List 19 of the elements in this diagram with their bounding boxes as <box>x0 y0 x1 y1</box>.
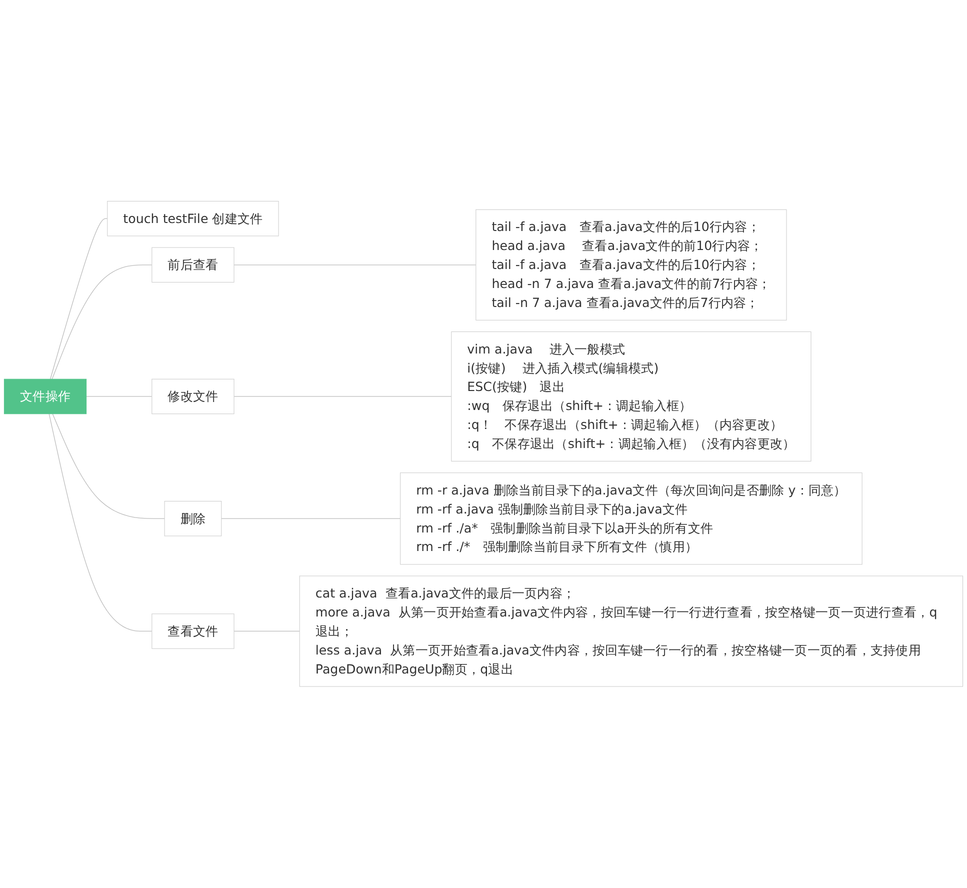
connector <box>234 396 452 397</box>
connector <box>234 264 476 266</box>
node-box: vim a.java 进入一般模式 i(按键) 进入插入模式(编辑模式) ESC(按键) 退出 :wq 保存退出（shift+：调起输入框） :q！ 不保存退出（shift+：调起输入框）（内容更改） :q 不保存退出（shift+：调起输入框）（没有内容更改） <box>451 332 812 462</box>
connector <box>52 264 152 380</box>
node-box: rm -r a.java 删除当前目录下的a.java文件（每次回询问是否删除 y：同意） rm -rf a.java 强制删除当前目录下的a.java文件 rm -rf ./a* 强制删除当前目录下以a开头的所有文件 rm -rf ./* 强制删除当前目录下所有文件（慎用） <box>400 472 862 565</box>
connector <box>48 414 152 632</box>
node-box: 修改文件 <box>152 379 234 414</box>
connector <box>50 218 108 380</box>
connector <box>86 396 152 397</box>
node-box: 查看文件 <box>152 614 234 649</box>
connector <box>234 631 300 632</box>
connector <box>52 414 165 520</box>
node-box: touch testFile 创建文件 <box>107 201 279 236</box>
node-box: cat a.java 查看a.java文件的最后一页内容； more a.java 从第一页开始查看a.java文件内容，按回车键一行一行进行查看，按空格键一页一页进行查看，q退出； less a.java 从第一页开始查看a.java文件内容，按回车键一行一行的看，按空格键一页一页的看，支持使用PageDown和PageUp翻页，q退出 <box>299 576 964 687</box>
node-box: 前后查看 <box>152 247 234 283</box>
connector <box>221 518 401 520</box>
node-box: 删除 <box>164 501 222 536</box>
node-box: tail -f a.java 查看a.java文件的后10行内容； head a.java 查看a.java文件的前10行内容； tail -f a.java 查看a.java文件的后10行内容； head -n 7 a.java 查看a.java文件的前7行内容； tail -n 7 a.java 查看a.java文件的后7行内容； <box>476 210 787 321</box>
node-box: 文件操作 <box>4 379 87 414</box>
